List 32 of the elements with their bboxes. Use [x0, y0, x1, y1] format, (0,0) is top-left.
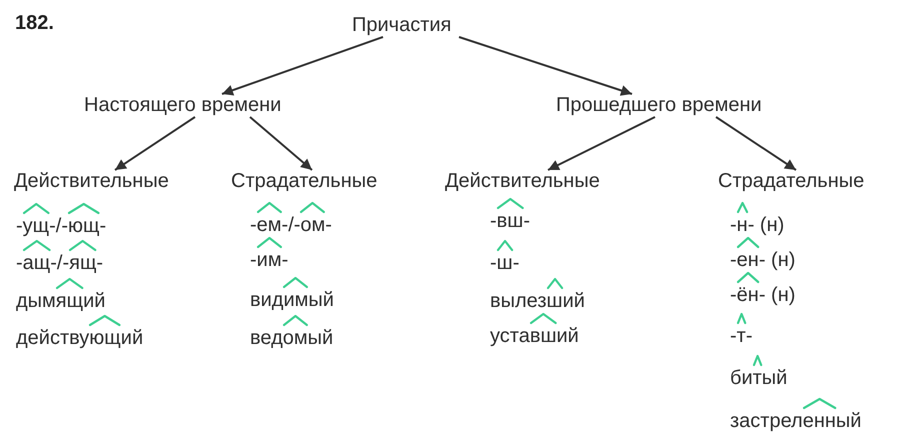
category-heading: Причастия [352, 14, 452, 37]
arrow [548, 116, 656, 171]
example-word: застреленный [730, 411, 862, 431]
suffix-label: -ш- [490, 253, 520, 273]
arrow [222, 36, 384, 96]
example-word: битый [730, 368, 788, 388]
category-heading: Действительные [14, 170, 169, 193]
example-word: уставший [490, 326, 579, 346]
suffix-label: -т- [730, 326, 752, 346]
exercise-number: 182. [15, 12, 54, 35]
suffix-label: -им- [250, 250, 288, 270]
category-heading: Страдательные [718, 170, 864, 193]
arrow [114, 116, 196, 171]
category-heading: Страдательные [231, 170, 378, 193]
category-heading: Действительные [445, 170, 600, 193]
example-word: ведомый [250, 328, 334, 348]
example-word: вылезший [490, 291, 585, 311]
suffix-label: -н- (н) [730, 215, 784, 235]
category-heading: Настоящего времени [84, 94, 282, 117]
suffix-label: -ущ-/-ющ- [16, 216, 106, 236]
example-word: дымящий [16, 291, 106, 311]
arrow [715, 116, 797, 171]
suffix-label: -вш- [490, 211, 530, 231]
category-heading: Прошедшего времени [556, 94, 762, 117]
arrow [249, 116, 313, 171]
suffix-label: -ащ-/-ящ- [16, 253, 104, 273]
example-word: видимый [250, 290, 334, 310]
suffix-label: -ен- (н) [730, 250, 796, 270]
arrow [458, 36, 632, 96]
suffix-label: -ем-/-ом- [250, 215, 332, 235]
example-word: действующий [16, 328, 144, 348]
suffix-label: -ён- (н) [730, 285, 796, 305]
